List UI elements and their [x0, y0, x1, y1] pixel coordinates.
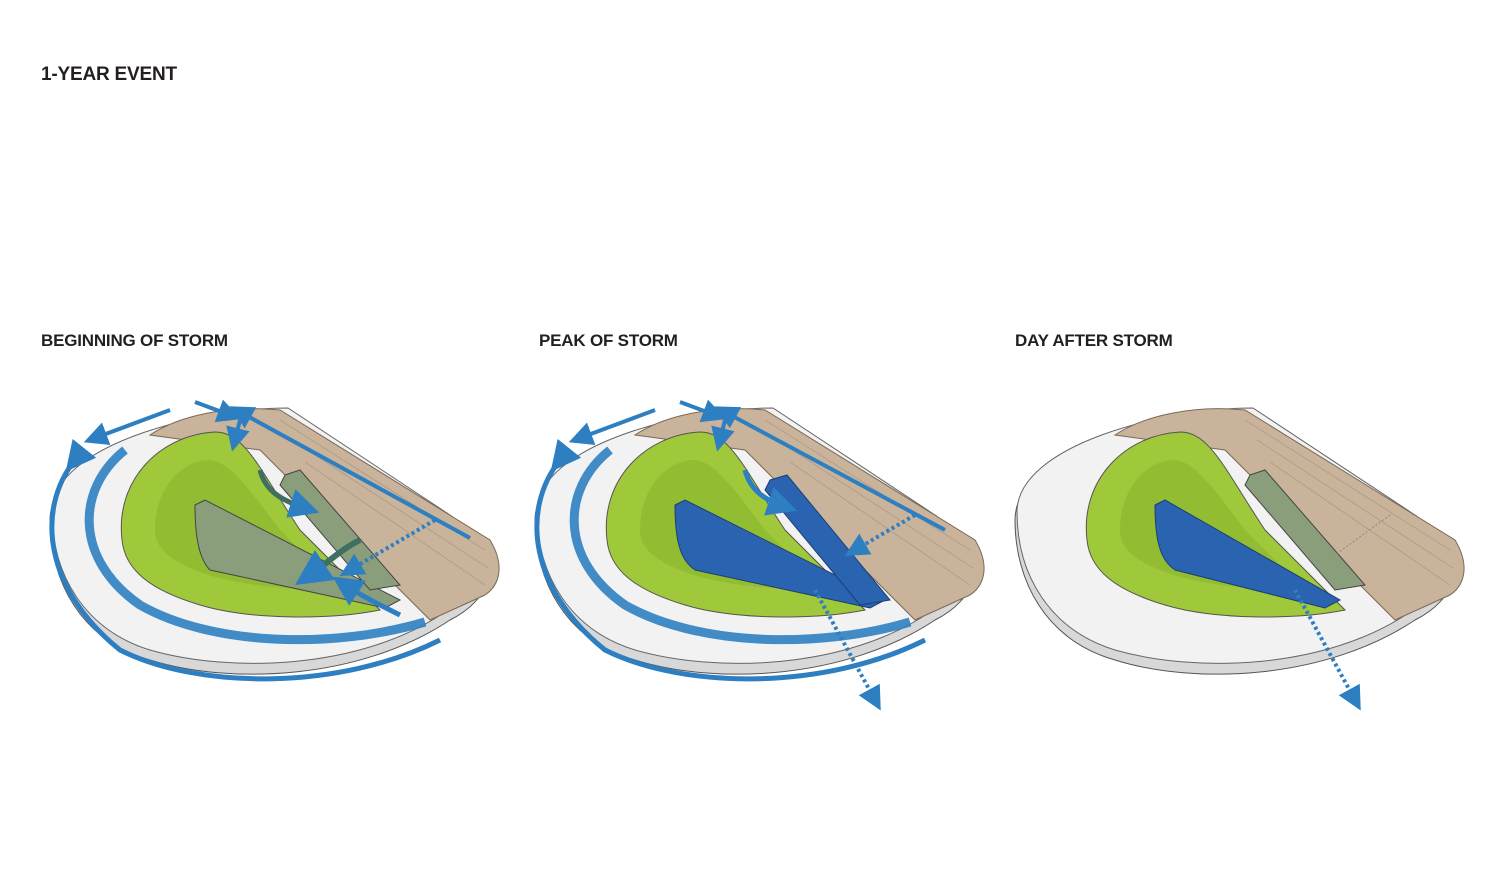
flow-arrow-top-left	[83, 408, 171, 446]
detention-pond-flooded	[1154, 499, 1342, 609]
runoff-arrow-1	[742, 469, 798, 516]
diagram-beginning-of-storm	[30, 390, 500, 720]
ring-flow-arrow-inner	[84, 446, 427, 645]
flow-arrow-top-right	[229, 406, 471, 540]
flow-arrow-top-mid	[679, 399, 727, 423]
boardwalk-lines	[1244, 419, 1454, 586]
runoff-arrow-1	[257, 469, 320, 518]
flow-arrow-top-left	[568, 408, 656, 446]
flow-arrow-down	[226, 419, 250, 452]
flow-arrow-top-right	[714, 406, 946, 532]
page-title: 1-YEAR EVENT	[41, 64, 177, 85]
flow-arrow-down	[711, 419, 735, 452]
ring-flow-arrow-inner	[569, 446, 912, 645]
panel-label-beginning: BEGINNING OF STORM	[41, 331, 228, 350]
park-diagram-svg	[534, 399, 985, 711]
runoff-arrow-3	[332, 576, 402, 618]
diagram-day-after-storm	[995, 390, 1465, 720]
infiltration-arrow	[1293, 589, 1361, 711]
ring-flow-arrow-outer	[49, 438, 442, 682]
flow-arrow-top-mid	[194, 399, 242, 423]
ring-flow-arrow-outer	[534, 438, 927, 682]
overflow-arrow	[813, 589, 881, 711]
park-diagram-svg	[1014, 407, 1465, 711]
runoff-arrow-2	[295, 537, 362, 585]
panel-label-peak: PEAK OF STORM	[539, 331, 678, 350]
infiltration-arrow	[339, 518, 437, 577]
bioswale-draining	[1244, 469, 1366, 591]
diagram-peak-of-storm	[515, 390, 985, 720]
panel-label-after: DAY AFTER STORM	[1015, 331, 1173, 350]
boardwalk-lines	[764, 419, 974, 586]
detention-pond-flooded	[674, 499, 887, 609]
boardwalk-railing	[1334, 514, 1391, 556]
park-diagram-svg	[49, 399, 500, 682]
